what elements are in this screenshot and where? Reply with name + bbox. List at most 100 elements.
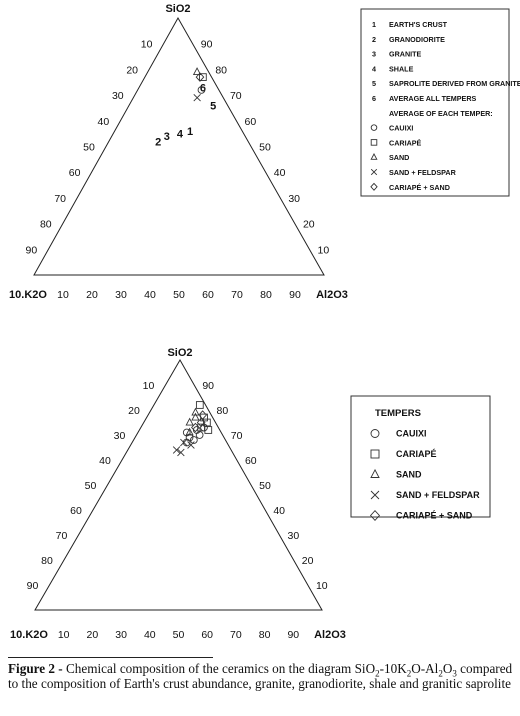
legend-label: SAND <box>389 153 409 162</box>
left-tick-label: 50 <box>85 480 97 492</box>
right-tick-label: 80 <box>217 405 229 417</box>
point-triangle <box>185 417 194 426</box>
bottom-tick-label: 30 <box>115 289 127 301</box>
caption-label: Figure 2 - <box>8 661 63 676</box>
right-tick-label: 50 <box>259 480 271 492</box>
bottom-tick-label: 90 <box>287 629 299 641</box>
legend-label: CARIAPÉ <box>396 449 437 459</box>
ternary-triangle <box>34 358 323 611</box>
legend-border <box>360 8 510 197</box>
left-tick-label: 20 <box>126 64 138 76</box>
right-tick-label: 90 <box>201 39 213 51</box>
bottom-tick-label: 70 <box>231 289 243 301</box>
left-tick-label: 70 <box>56 530 68 542</box>
legend-label: AVERAGE ALL TEMPERS <box>389 94 477 103</box>
legend-label: SAND + FELDSPAR <box>396 490 480 500</box>
left-tick-label: 80 <box>41 555 53 567</box>
legend-marker-circle <box>370 124 378 131</box>
left-tick-label: 40 <box>98 116 110 128</box>
point-diamond <box>198 410 207 420</box>
legend-marker-diamond <box>370 182 378 191</box>
legend-number-6: 6 <box>372 94 376 103</box>
legend-marker-triangle <box>370 468 380 478</box>
legend-label: CAUIXI <box>396 429 427 439</box>
bottom-tick-label: 20 <box>87 629 99 641</box>
point-square <box>203 418 211 427</box>
point-triangle <box>185 427 194 436</box>
right-tick-label: 60 <box>245 116 257 128</box>
left-tick-label: 20 <box>128 405 140 417</box>
right-tick-label: 70 <box>230 90 242 102</box>
right-tick-label: 50 <box>259 142 271 154</box>
legend-label: GRANODIORITE <box>389 35 445 44</box>
bottom-tick-label: 10 <box>58 629 70 641</box>
left-tick-label: 60 <box>69 167 81 179</box>
right-tick-label: 10 <box>316 580 328 592</box>
left-tick-label: 40 <box>99 455 111 467</box>
right-tick-label: 10 <box>318 244 330 256</box>
caption-formula: SiO2-10K2O-Al2O3 <box>354 661 457 679</box>
left-tick-label: 70 <box>54 193 66 205</box>
point-diamond <box>191 422 200 433</box>
caption-text-1: Chemical composition of the ceramics on … <box>62 661 355 676</box>
legend-marker-cross <box>370 490 380 500</box>
left-tick-label: 30 <box>114 430 126 442</box>
apex-label-sio2: SiO2 <box>165 3 190 15</box>
bottom-tick-label: 80 <box>259 629 271 641</box>
right-tick-label: 60 <box>245 455 257 467</box>
point-cross <box>180 438 188 447</box>
legend-marker-square <box>370 449 380 459</box>
right-tick-label: 40 <box>273 505 285 517</box>
legend-marker-diamond <box>369 510 381 521</box>
bottom-tick-label: 20 <box>86 289 98 301</box>
caption-rule <box>8 657 213 658</box>
apex-label-sio2: SiO2 <box>167 347 192 359</box>
right-tick-label: 80 <box>215 64 227 76</box>
left-tick-label: 80 <box>40 219 52 231</box>
legend-subheading: AVERAGE OF EACH TEMPER: <box>389 109 493 118</box>
numbered-point-1: 1 <box>187 126 193 138</box>
left-tick-label: 10 <box>143 380 155 392</box>
legend-number-5: 5 <box>372 79 376 88</box>
point-circle <box>190 436 198 444</box>
legend-label: EARTH'S CRUST <box>389 20 448 29</box>
point-square <box>199 73 207 81</box>
bottom-tick-label: 40 <box>144 629 156 641</box>
left-tick-label: 10 <box>141 39 153 51</box>
legend-label: SAPROLITE DERIVED FROM GRANITE <box>389 79 520 88</box>
legend-number-2: 2 <box>372 35 376 44</box>
legend-label: SAND + FELDSPAR <box>389 168 457 177</box>
figure-caption: Figure 2 - Chemical composition of the c… <box>8 661 516 691</box>
legend-border <box>350 395 491 518</box>
bottom-tick-label: 10 <box>57 289 69 301</box>
right-tick-label: 20 <box>302 555 314 567</box>
bottom-tick-label: 70 <box>230 629 242 641</box>
point-circle <box>197 86 206 94</box>
point-cross <box>187 441 195 449</box>
bottom-tick-label: 50 <box>173 629 185 641</box>
bottom-tick-label: 60 <box>201 629 213 641</box>
legend-number-1: 1 <box>372 20 376 29</box>
right-tick-label: 30 <box>288 530 300 542</box>
caption-text-2: compared to the composition of Earth's c… <box>8 661 513 691</box>
point-triangle <box>191 412 200 421</box>
bottom-tick-label: 50 <box>173 289 185 301</box>
point-triangle <box>192 67 202 75</box>
numbered-point-6: 6 <box>200 82 206 94</box>
left-tick-label: 30 <box>112 90 124 102</box>
legend-label: SHALE <box>389 64 414 73</box>
legend-marker-triangle <box>370 153 378 160</box>
point-triangle <box>191 407 200 416</box>
legend-marker-circle <box>370 429 380 438</box>
point-cross <box>177 448 185 457</box>
point-diamond <box>196 417 206 428</box>
right-tick-label: 70 <box>231 430 243 442</box>
legend-marker-cross <box>370 168 378 176</box>
bottom-tick-label: 30 <box>115 629 127 641</box>
point-square <box>195 401 204 409</box>
right-tick-label: 40 <box>274 167 286 179</box>
apex-label-k2o: 10.K2O <box>10 629 48 641</box>
